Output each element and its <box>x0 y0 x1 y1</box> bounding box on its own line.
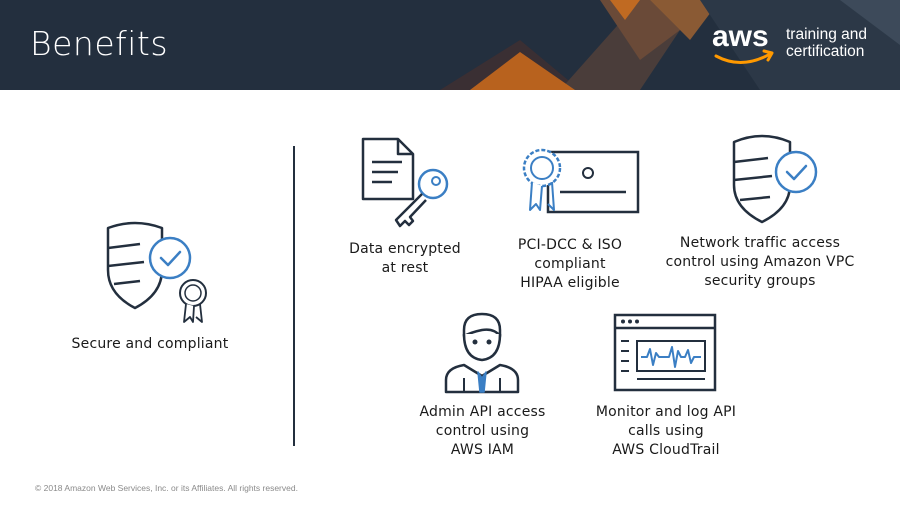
caption-line: at rest <box>381 260 429 276</box>
caption-line: Admin API access <box>419 404 546 420</box>
caption-line: security groups <box>704 273 816 289</box>
caption-line: HIPAA eligible <box>520 275 620 291</box>
aws-logo-tagline: training and certification <box>786 26 867 60</box>
caption-line: control using Amazon VPC <box>665 254 855 270</box>
caption-line: calls using <box>628 423 704 439</box>
benefit-caption-network: Network traffic access control using Ama… <box>650 234 870 291</box>
caption-line: control using <box>435 423 530 439</box>
caption-line: Network traffic access <box>679 235 841 251</box>
tagline-line-1: training and <box>786 26 868 43</box>
caption-line: Monitor and log API <box>595 404 737 420</box>
header-bar: Benefits aws training and certification <box>0 0 900 90</box>
document-key-icon <box>361 137 449 228</box>
header-decoration <box>440 0 900 90</box>
benefit-caption-iam: Admin API access control using AWS IAM <box>400 403 565 460</box>
caption-line: Secure and compliant <box>71 336 229 352</box>
caption-line: PCI-DCC & ISO <box>517 237 623 253</box>
caption-line: AWS CloudTrail <box>612 442 720 458</box>
section-divider <box>293 146 295 446</box>
benefit-caption-cloudtrail: Monitor and log API calls using AWS Clou… <box>580 403 752 460</box>
admin-user-icon <box>444 312 520 394</box>
benefit-caption-compliance: PCI-DCC & ISO compliant HIPAA eligible <box>495 236 645 293</box>
benefit-caption-encryption: Data encrypted at rest <box>330 240 480 278</box>
caption-line: compliant <box>534 256 606 272</box>
page-title: Benefits <box>30 24 169 63</box>
shield-check-icon <box>732 134 818 224</box>
caption-line: Data encrypted <box>349 241 461 257</box>
monitor-log-window-icon <box>613 313 717 392</box>
tagline-line-2: certification <box>786 43 865 60</box>
aws-logo-wordmark: aws <box>712 20 769 53</box>
aws-smile-icon <box>714 49 774 64</box>
secure-compliant-caption: Secure and compliant <box>40 335 260 354</box>
certificate-ribbon-icon <box>522 148 640 214</box>
caption-line: AWS IAM <box>450 442 515 458</box>
copyright-footer: © 2018 Amazon Web Services, Inc. or its … <box>35 483 298 493</box>
shield-check-with-ribbon-icon <box>106 221 207 323</box>
